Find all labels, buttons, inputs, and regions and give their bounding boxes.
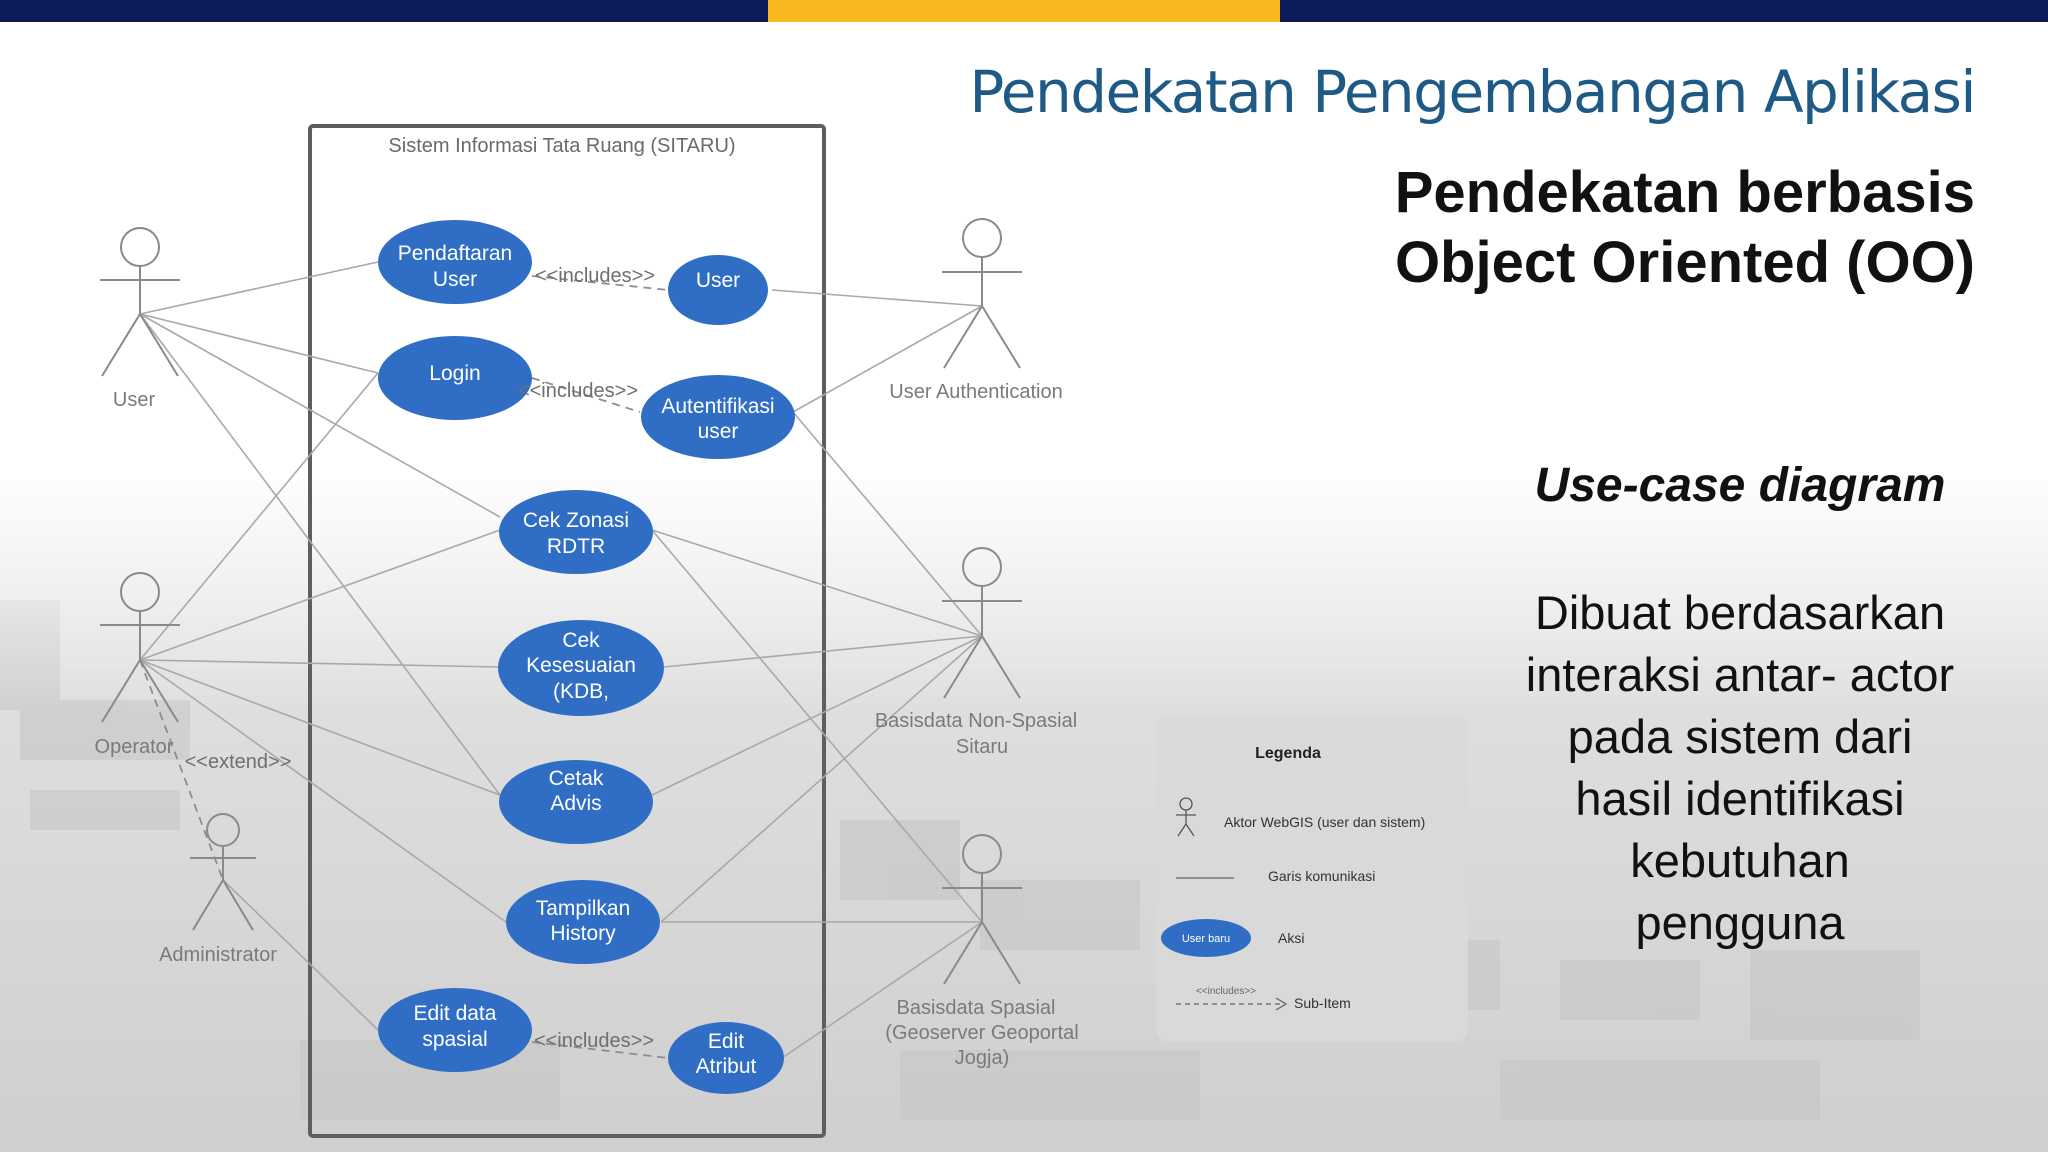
page-title: Pendekatan Pengembangan Aplikasi xyxy=(969,58,1976,126)
usecase-editatribut-label: Edit xyxy=(708,1030,744,1053)
legend-item-label: Sub-Item xyxy=(1294,995,1351,1011)
body-line: pengguna xyxy=(1635,896,1845,949)
subheading: Use-case diagram xyxy=(1534,459,1946,512)
actor-operator-label: Operator xyxy=(95,736,174,758)
actor-userauth-label: User Authentication xyxy=(889,381,1062,403)
usecase-cekkesesuaian-label: (KDB, xyxy=(553,680,609,703)
usecase-autentifikasi xyxy=(641,375,795,459)
body-line: hasil identifikasi xyxy=(1575,772,1905,825)
top-bar-left xyxy=(0,0,768,22)
usecase-login xyxy=(378,336,532,420)
usecase-login-label: Login xyxy=(429,362,480,385)
usecase-editspasial xyxy=(378,988,532,1072)
legend-actor-icon xyxy=(1176,797,1196,837)
usecase-history-label: History xyxy=(550,922,616,945)
usecase-autentifikasi-label: user xyxy=(698,420,739,443)
actor-nonspasial-label: Basisdata Non-Spasial xyxy=(875,710,1077,732)
top-bar-accent xyxy=(768,0,1280,22)
body-text: Dibuat berdasarkan interaksi antar- acto… xyxy=(1440,582,2040,954)
legend-item-label: Aksi xyxy=(1278,930,1304,946)
legend-arrow-head xyxy=(1275,997,1288,1011)
legend-includes-sample: <<includes>> xyxy=(1196,986,1256,997)
legend-title: Legenda xyxy=(1255,745,1321,762)
system-boundary xyxy=(308,124,826,1138)
usecase-cekkesesuaian-label: Cek xyxy=(562,629,600,652)
usecase-autentifikasi-label: Autentifikasi xyxy=(661,395,774,418)
usecase-history-label: Tampilkan xyxy=(536,897,631,920)
legend-item-label: Garis komunikasi xyxy=(1268,868,1375,884)
body-line: pada sistem dari xyxy=(1567,710,1913,763)
actor-user-figure xyxy=(100,227,180,377)
legend-box: Legenda Aktor WebGIS (user dan sistem) G… xyxy=(1156,716,1468,1042)
actor-user-label: User xyxy=(113,389,156,411)
communication-lines xyxy=(139,261,983,1059)
actor-spasial-label: Basisdata Spasial xyxy=(897,997,1056,1019)
usecase-cetakadvis-label: Advis xyxy=(550,792,601,815)
legend-usecase-sample xyxy=(1161,919,1251,957)
body-line: interaksi antar- actor xyxy=(1525,648,1955,701)
actor-operator-figure xyxy=(100,572,180,723)
usecase-cekzonasi xyxy=(499,490,653,574)
usecase-cetakadvis-label: Cetak xyxy=(549,767,604,790)
usecase-cekzonasi-label: Cek Zonasi xyxy=(523,509,629,532)
heading-line: Object Oriented (OO) xyxy=(1394,230,1975,295)
slide-heading: Pendekatan berbasis Object Oriented (OO) xyxy=(1395,158,1975,298)
usecase-pendaftaran-label: User xyxy=(433,268,477,291)
actor-nonspasial-label: Sitaru xyxy=(956,736,1008,758)
usecase-cekkesesuaian xyxy=(498,620,664,716)
usecase-editatribut-label: Atribut xyxy=(696,1055,757,1078)
usecase-history xyxy=(506,880,660,964)
usecase-pendaftaran xyxy=(378,220,532,304)
includes-label: <<includes>> xyxy=(534,1030,654,1052)
usecase-editspasial-label: spasial xyxy=(422,1028,487,1051)
usecase-editspasial-label: Edit data xyxy=(414,1002,497,1025)
top-bar-right xyxy=(1280,0,2048,22)
system-title: Sistem Informasi Tata Ruang (SITARU) xyxy=(388,135,735,157)
usecase-editatribut xyxy=(668,1022,784,1094)
usecase-pendaftaran-label: Pendaftaran xyxy=(398,242,512,265)
body-line: Dibuat berdasarkan xyxy=(1534,586,1946,639)
dashed-relations xyxy=(139,275,669,1059)
includes-label: <<includes>> xyxy=(535,265,655,287)
actor-administrator-label: Administrator xyxy=(159,944,277,966)
body-line: kebutuhan xyxy=(1630,834,1850,887)
actor-spasial-figure xyxy=(942,834,1022,985)
actor-spasial-label: Jogja) xyxy=(955,1047,1009,1069)
actor-userauth-figure xyxy=(942,218,1022,369)
heading-line: Pendekatan berbasis xyxy=(1394,160,1975,225)
usecase-cekzonasi-label: RDTR xyxy=(547,535,605,558)
usecase-cetakadvis xyxy=(499,760,653,844)
usecase-cekkesesuaian-label: Kesesuaian xyxy=(526,654,636,677)
actor-spasial-label: (Geoserver Geoportal xyxy=(885,1022,1078,1044)
usecase-user xyxy=(668,255,768,325)
actor-administrator-figure xyxy=(190,813,256,931)
legend-usecase-sample-label: User baru xyxy=(1182,933,1230,945)
usecase-user-label: User xyxy=(696,269,740,292)
extend-label: <<extend>> xyxy=(185,751,292,773)
actor-nonspasial-figure xyxy=(942,547,1022,699)
includes-label: <<includes>> xyxy=(518,380,638,402)
legend-item-label: Aktor WebGIS (user dan sistem) xyxy=(1224,814,1425,830)
